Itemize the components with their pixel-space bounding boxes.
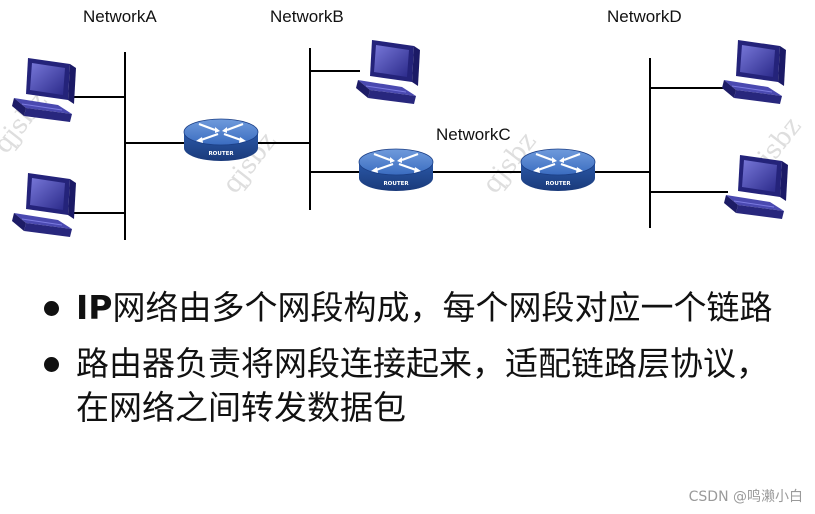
router-2: ROUTER xyxy=(357,147,435,193)
computer-3 xyxy=(355,39,421,105)
bullet-list: IP网络由多个网段构成，每个网段对应一个链路 路由器负责将网段连接起来，适配链路… xyxy=(40,286,800,442)
network-c-label: NetworkC xyxy=(436,125,511,144)
bullet-dot xyxy=(44,357,59,372)
computer-2 xyxy=(11,172,77,238)
bullet-text: 网络由多个网段构成，每个网段对应一个链路 xyxy=(112,288,773,327)
router-3-label: ROUTER xyxy=(545,181,571,187)
source-credit: CSDN @鸣濑小白 xyxy=(688,489,803,505)
router-1: ROUTER xyxy=(182,117,260,163)
router-3: ROUTER xyxy=(519,147,597,193)
router-1-label: ROUTER xyxy=(208,151,234,157)
network-d-label: NetworkD xyxy=(607,7,682,26)
watermark-text: qjsbz xyxy=(0,87,54,159)
computer-4 xyxy=(721,39,787,105)
computer-5 xyxy=(723,154,789,220)
bullet-item: 路由器负责将网段连接起来，适配链路层协议，在网络之间转发数据包 xyxy=(40,342,800,430)
bullet-text: 路由器负责将网段连接起来，适配链路层协议，在网络之间转发数据包 xyxy=(76,344,769,427)
bullet-item: IP网络由多个网段构成，每个网段对应一个链路 xyxy=(40,286,800,330)
bullet-dot xyxy=(44,301,59,316)
router-2-label: ROUTER xyxy=(383,181,409,187)
network-b-label: NetworkB xyxy=(270,7,344,26)
bullet-lead: IP xyxy=(76,288,113,327)
computer-1 xyxy=(11,57,77,123)
network-links xyxy=(72,48,728,240)
network-a-label: NetworkA xyxy=(83,7,157,26)
